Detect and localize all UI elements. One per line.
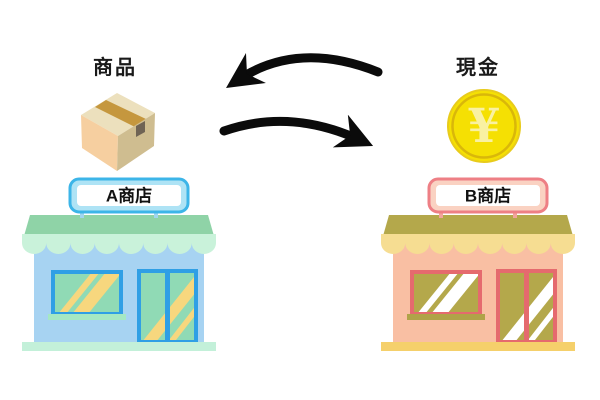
shop-a-sign-post (154, 210, 158, 218)
coin-face (447, 89, 521, 163)
yen-symbol: ¥ (468, 99, 501, 154)
shop-a-illustration: A商店 (22, 177, 216, 351)
cash-label: 現金 (456, 57, 500, 79)
arrow-to-left-icon (226, 53, 383, 88)
shop-a-base (22, 342, 216, 351)
goods-label: 商品 (93, 57, 137, 79)
shop-a-sign-panel (77, 185, 181, 206)
yen-coin-icon: ¥ (447, 89, 521, 163)
box-tape-tab (136, 121, 145, 137)
shop-a-window-glare (59, 274, 119, 312)
shop-b-window-sill (407, 314, 485, 320)
coin-ring (451, 93, 517, 159)
box-right-face (117, 113, 155, 171)
shop-b-sign-panel (436, 185, 540, 206)
shop-b-illustration: B商店 (381, 177, 575, 351)
shop-a-window-sill (48, 314, 126, 320)
shop-b-base (381, 342, 575, 351)
exchange-arrows (219, 53, 383, 148)
shop-b-sign-label: B商店 (465, 186, 511, 206)
arrow-to-right-icon (219, 114, 374, 148)
shop-a-sign-label: A商店 (106, 186, 152, 206)
box-icon (81, 93, 155, 171)
shop-a-sign-post (80, 210, 84, 218)
shop-b-sign-post (513, 210, 517, 218)
shop-b-window-glare (418, 274, 478, 312)
box-tape-stripe (95, 100, 146, 127)
shop-b-door-divider (524, 271, 529, 342)
shop-a-door-divider (165, 271, 170, 342)
shop-b-sign-post (439, 210, 443, 218)
box-left-face (81, 115, 118, 171)
shop-a-awning-scallops (22, 234, 216, 254)
shop-b-awning-scallops (381, 234, 575, 254)
